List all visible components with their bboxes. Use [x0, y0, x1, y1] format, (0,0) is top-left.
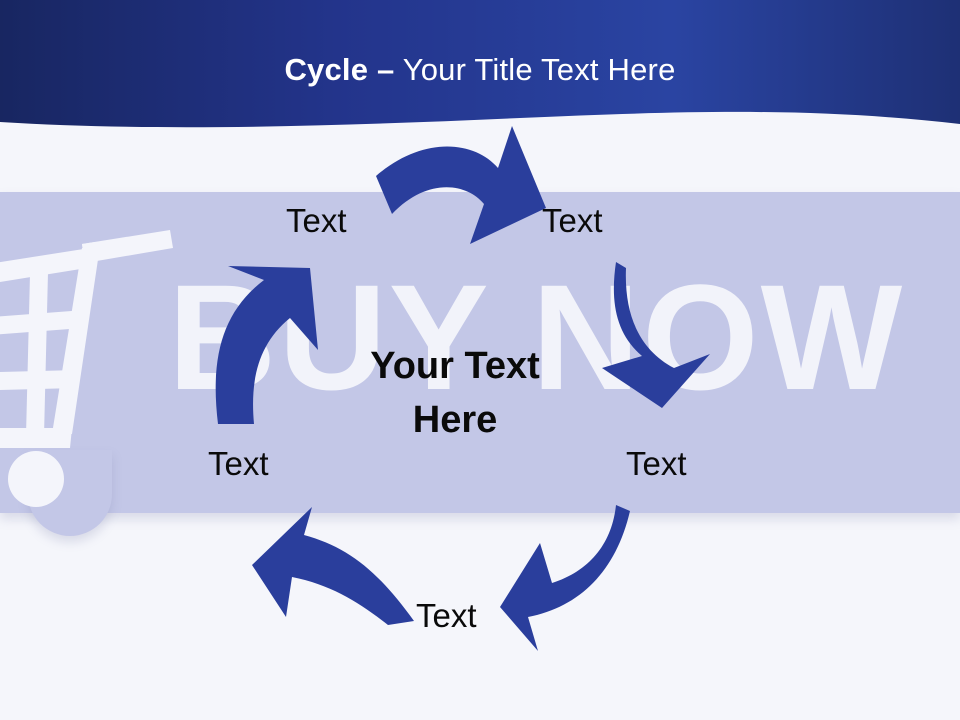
curved-arrow-icon-bottom-left[interactable] [248, 505, 420, 625]
shopping-cart-icon [0, 230, 173, 507]
node-label-top-left[interactable]: Text [286, 202, 347, 239]
page-title: Cycle – Your Title Text Here [0, 52, 960, 88]
node-label-top-right[interactable]: Text [542, 202, 603, 239]
page-title-rest: Your Title Text Here [394, 52, 676, 87]
curved-arrow-icon-left[interactable] [198, 262, 328, 427]
curved-arrow-icon-bottom-right[interactable] [498, 505, 670, 660]
center-text-line1: Your Text [370, 345, 540, 387]
center-text-block[interactable]: Your Text Here [330, 340, 580, 448]
node-label-bottom-left[interactable]: Text [208, 445, 269, 482]
page-title-bold: Cycle – [284, 52, 395, 87]
center-text-line2: Here [412, 398, 498, 441]
node-label-bottom[interactable]: Text [416, 597, 477, 634]
node-label-bottom-right[interactable]: Text [626, 445, 687, 482]
curved-arrow-icon-top[interactable] [370, 118, 550, 248]
curved-arrow-icon-right[interactable] [600, 258, 735, 413]
